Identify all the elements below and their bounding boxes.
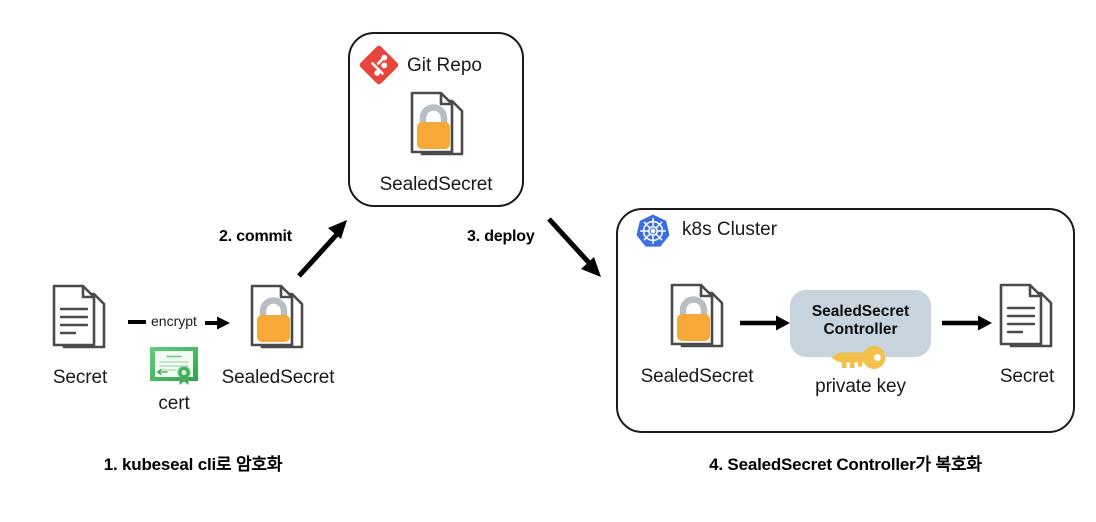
secret-doc-icon [44,281,116,359]
step-label-commit: 2. commit [219,228,292,245]
encrypt-arrowhead-icon [205,315,231,331]
kubernetes-logo-icon [634,212,672,250]
k8s-cluster-title: k8s Cluster [682,219,778,240]
arrow-up-right-icon [295,218,350,280]
local-source-label: Secret [52,367,108,388]
private-key-icon [831,345,889,371]
k8s-node-label-secret: Secret [999,366,1055,387]
private-key-label: private key [815,376,906,397]
sealed-secret-doc-lock-icon [402,88,474,166]
controller-label-line1: SealedSecret [811,303,910,320]
controller-label: SealedSecret Controller [812,303,909,340]
git-repo-node-label: SealedSecret [379,174,493,195]
encrypt-label: encrypt [151,313,197,329]
local-caption: 1. kubeseal cli로 암호화 [103,455,283,474]
k8s-cluster-caption: 4. SealedSecret Controller가 복호화 [709,455,982,474]
arrow-controller-to-secret [942,313,994,333]
sealed-secret-doc-lock-icon [662,280,734,358]
encrypt-arrow-icon [128,318,146,326]
git-repo-title: Git Repo [407,55,482,76]
step-label-deploy: 3. deploy [467,228,535,245]
arrow-sealedsecret-to-controller [740,313,792,333]
controller-label-line2: Controller [823,321,898,339]
arrow-down-right-icon [545,213,605,281]
git-logo-icon [358,44,400,86]
cert-label: cert [158,393,190,414]
local-target-label: SealedSecret [221,367,335,388]
sealedsecret-controller-box: SealedSecret Controller [790,290,931,357]
k8s-node-label-sealedsecret: SealedSecret [640,366,754,387]
sealed-secret-doc-lock-icon [242,281,314,359]
secret-doc-icon [991,280,1063,358]
certificate-icon [148,345,200,387]
